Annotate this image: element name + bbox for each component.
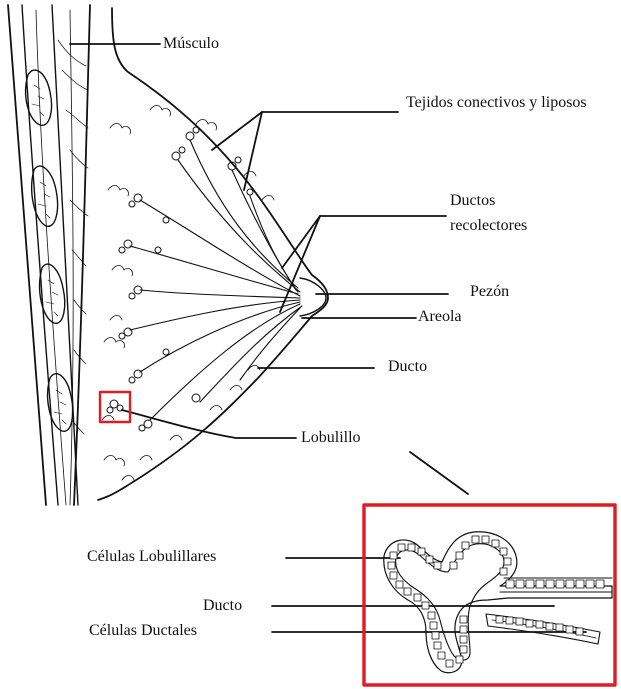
- breast-outline: [98, 8, 328, 500]
- label-ductos-recolectores: Ductos recolectores: [450, 188, 570, 238]
- label-tejidos-conectivos: Tejidos conectivos y liposos: [406, 90, 616, 115]
- lobule-clusters: [107, 127, 253, 431]
- label-pezon: Pezón: [470, 282, 509, 301]
- label-celulas-ductales: Células Ductales: [89, 621, 197, 640]
- pointer-lines: [70, 44, 586, 632]
- label-celulas-lobulillares: Células Lobulillares: [87, 547, 216, 566]
- label-areola: Areola: [418, 307, 462, 326]
- label-musculo: Músculo: [163, 34, 219, 53]
- chest-wall-muscle: [8, 5, 90, 505]
- rib-texture: [32, 85, 66, 424]
- label-ducto-inset: Ducto: [203, 596, 242, 615]
- ductal-system: [130, 140, 302, 420]
- label-ducto: Ducto: [388, 357, 427, 376]
- connective-tissue-clouds: [102, 106, 274, 481]
- label-lobulillo: Lobulillo: [301, 428, 361, 447]
